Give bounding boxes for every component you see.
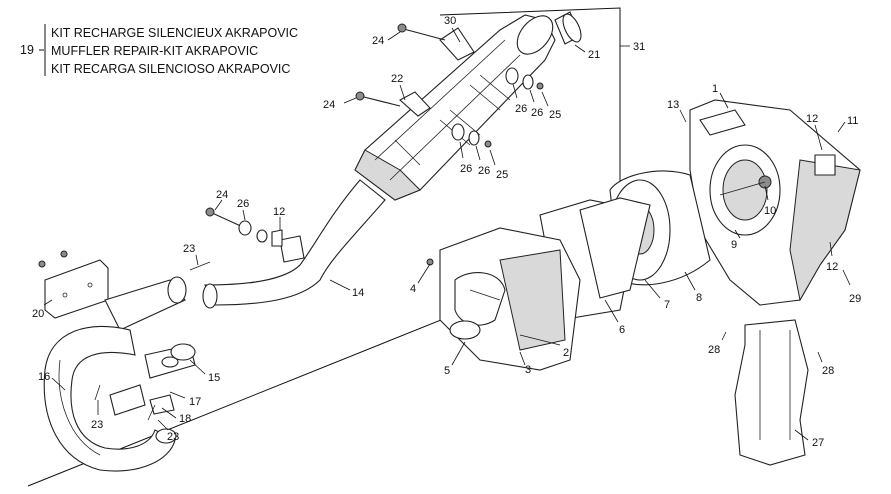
callout-24-mid: 24 xyxy=(323,99,335,111)
inlet-boot xyxy=(734,319,809,466)
kit-title-fr: KIT RECHARGE SILENCIEUX AKRAPOVIC xyxy=(51,26,298,40)
callout-24-top: 24 xyxy=(372,35,384,47)
airbox-housing xyxy=(689,99,861,306)
callout-1: 1 xyxy=(712,83,718,95)
callout-26-upper-a: 26 xyxy=(515,103,527,115)
header-pipe xyxy=(43,325,177,472)
callout-11: 11 xyxy=(847,115,858,127)
air-filter-cover xyxy=(439,227,581,371)
callout-22: 22 xyxy=(391,73,403,85)
callout-23-top: 23 xyxy=(183,243,195,255)
callout-23-left: 23 xyxy=(91,419,103,431)
callout-31: 31 xyxy=(633,41,645,53)
callout-9: 9 xyxy=(731,239,737,251)
exhaust-assembly-frame xyxy=(27,7,630,487)
callout-8: 8 xyxy=(696,292,702,304)
callouts: 1 2 3 4 5 6 7 8 9 10 11 12 12 12 13 14 1 xyxy=(32,15,861,449)
callout-25-lower: 25 xyxy=(496,169,508,181)
callout-3: 3 xyxy=(525,364,531,376)
callout-27: 27 xyxy=(812,437,824,449)
callout-26-lower-b: 26 xyxy=(478,165,490,177)
callout-12-silencer-bracket: 12 xyxy=(273,206,285,218)
callout-17: 17 xyxy=(189,396,201,408)
callout-26-upper-b: 26 xyxy=(531,107,543,119)
callout-5: 5 xyxy=(444,365,450,377)
callout-28-left: 28 xyxy=(708,344,720,356)
callout-14: 14 xyxy=(352,287,364,299)
link-pipe xyxy=(202,179,386,309)
callout-18: 18 xyxy=(179,413,191,425)
kit-heading: 19 KIT RECHARGE SILENCIEUX AKRAPOVIC MUF… xyxy=(20,24,298,76)
kit-number: 19 xyxy=(20,43,34,57)
callout-23-right: 23 xyxy=(167,431,179,443)
callout-24-low: 24 xyxy=(216,189,228,201)
callout-30: 30 xyxy=(444,15,456,27)
kit-title-en: MUFFLER REPAIR-KIT AKRAPOVIC xyxy=(51,44,258,58)
callout-12-airbox-side: 12 xyxy=(826,261,838,273)
callout-29: 29 xyxy=(849,293,861,305)
callout-13: 13 xyxy=(667,99,679,111)
callout-7: 7 xyxy=(664,299,670,311)
mid-pipe xyxy=(104,276,187,331)
hardware xyxy=(38,11,582,421)
callout-2: 2 xyxy=(563,347,569,359)
callout-21: 21 xyxy=(588,49,600,61)
air-filter-set xyxy=(539,170,711,321)
callout-26-silencer: 26 xyxy=(237,198,249,210)
callout-28-right: 28 xyxy=(822,365,834,377)
silencer xyxy=(354,14,556,201)
callout-12-airbox-top: 12 xyxy=(806,113,818,125)
flange-parts xyxy=(109,343,196,416)
callout-26-lower-a: 26 xyxy=(460,163,472,175)
callout-16: 16 xyxy=(38,371,50,383)
callout-6: 6 xyxy=(619,324,625,336)
kit-title-es: KIT RECARGA SILENCIOSO AKRAPOVIC xyxy=(51,62,290,76)
heat-shield xyxy=(44,259,109,319)
callout-25-upper: 25 xyxy=(549,109,561,121)
callout-15: 15 xyxy=(208,372,220,384)
callout-10: 10 xyxy=(764,205,776,217)
callout-20: 20 xyxy=(32,308,44,320)
callout-4: 4 xyxy=(410,283,416,295)
